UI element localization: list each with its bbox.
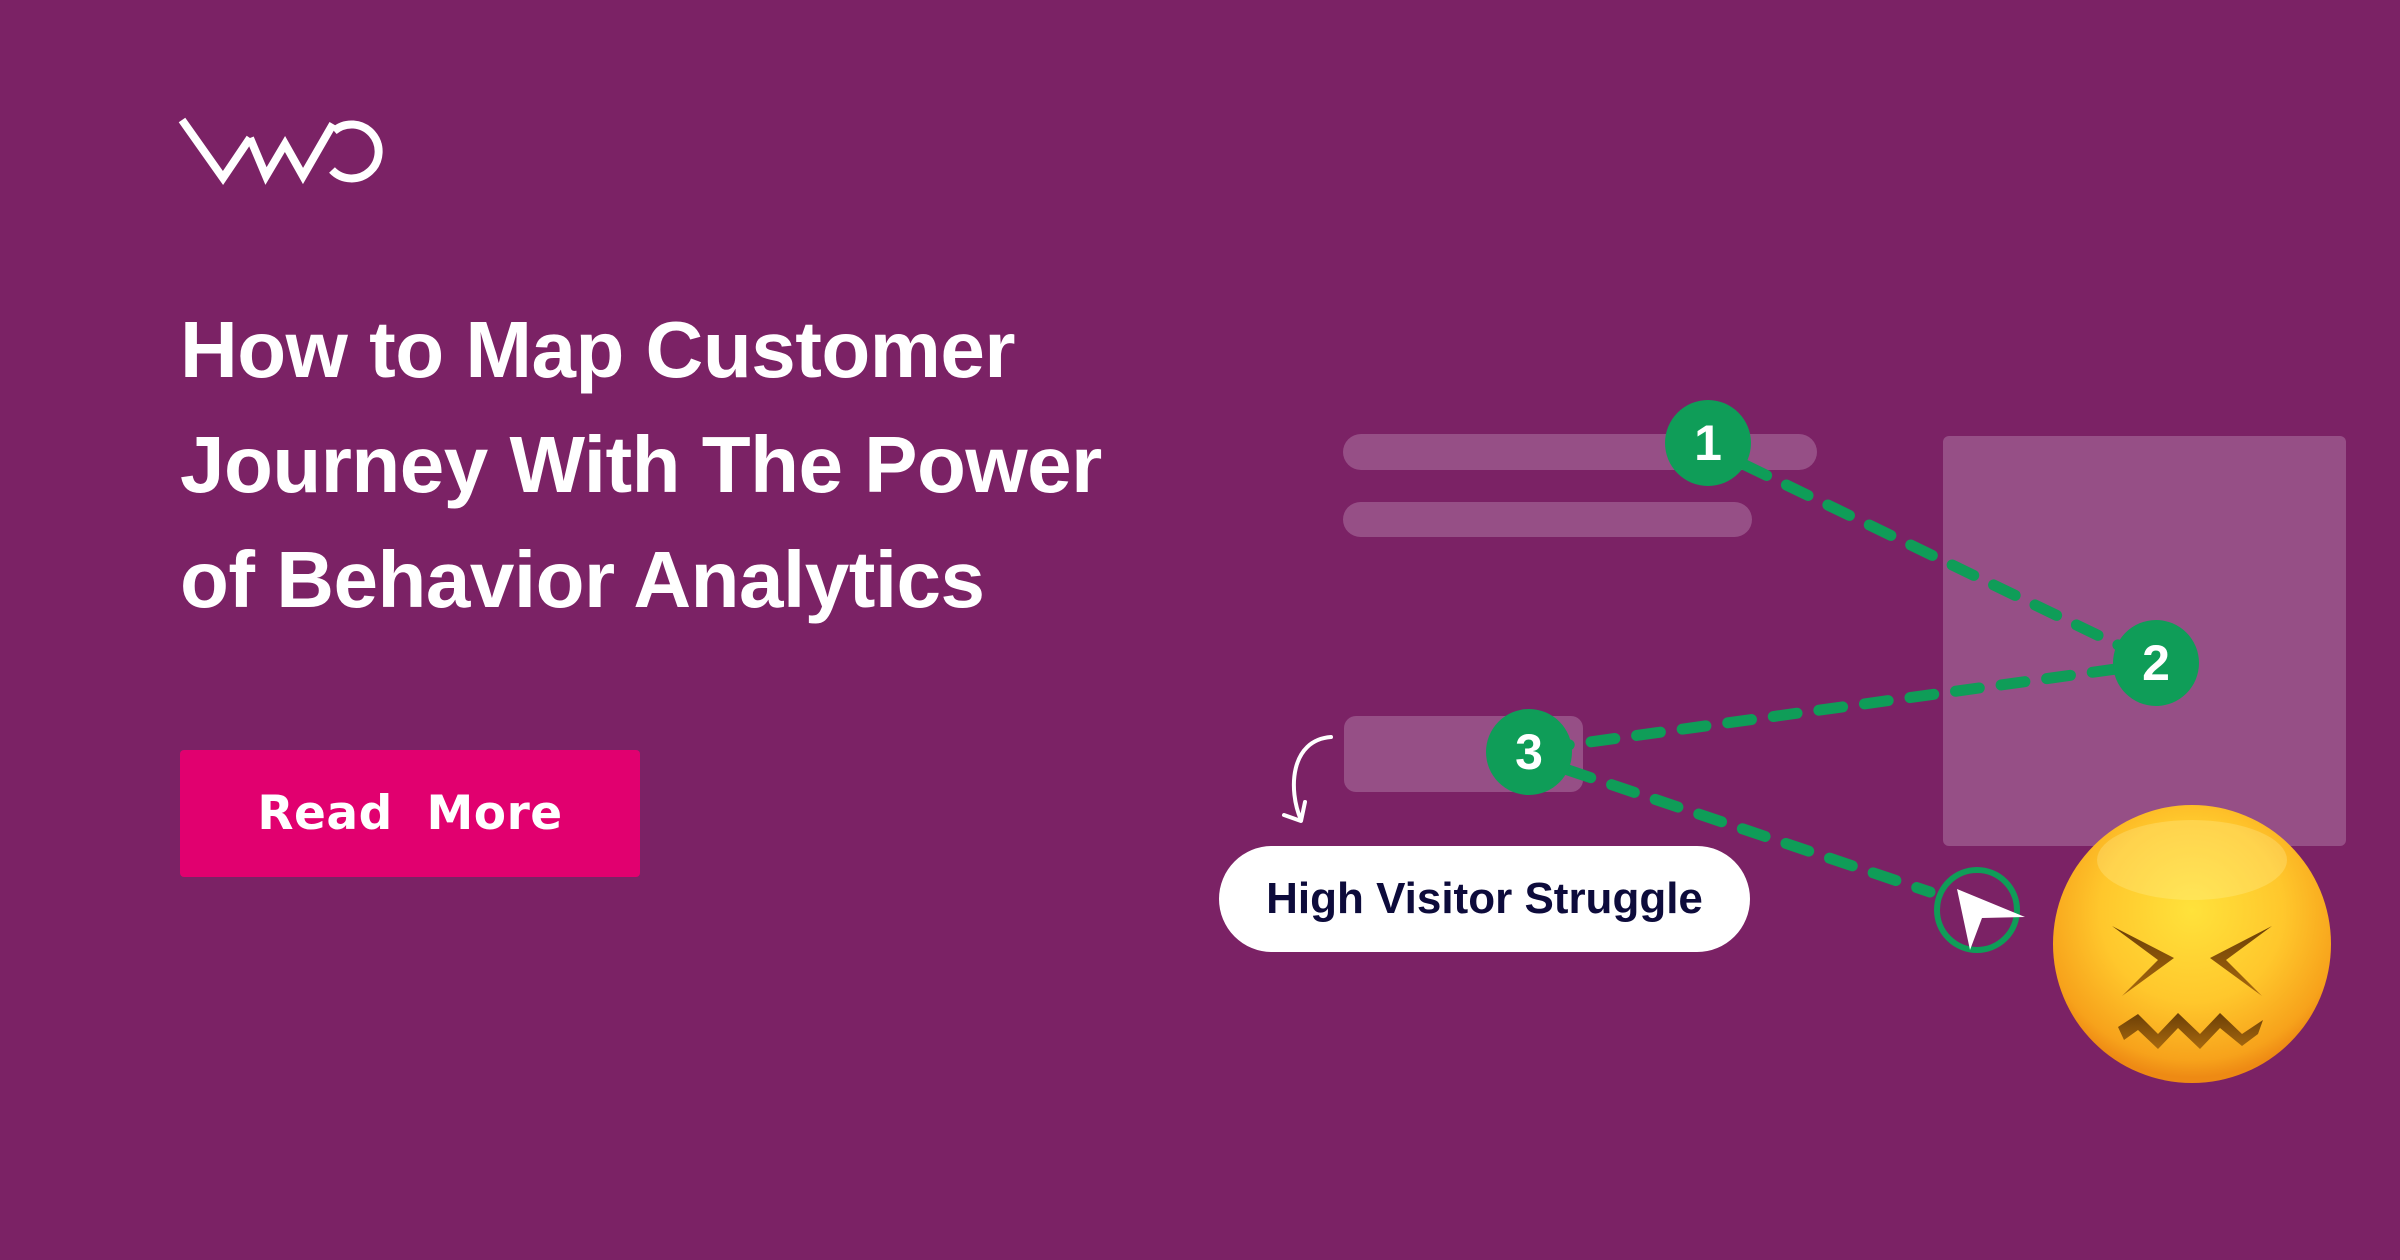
mouse-cursor-icon [1957, 889, 2025, 950]
vwo-logo-icon [178, 117, 383, 186]
title-line-1: How to Map Customer [180, 305, 1015, 394]
step-marker-2: 2 [2113, 620, 2199, 706]
confounded-face-emoji-icon [2053, 805, 2331, 1083]
step-marker-1: 1 [1665, 400, 1751, 486]
read-more-button[interactable]: Read More [180, 750, 640, 877]
high-visitor-struggle-badge: High Visitor Struggle [1219, 846, 1750, 952]
cursor-ring-icon [1934, 867, 2020, 953]
title-line-2: Journey With The Power [180, 420, 1102, 509]
curved-arrow-head-icon [1282, 800, 1307, 823]
curved-arrow-icon [1291, 735, 1333, 822]
title-line-3: of Behavior Analytics [180, 535, 985, 624]
placeholder-text-line-2 [1343, 502, 1752, 537]
page-title: How to Map Customer Journey With The Pow… [180, 292, 1102, 637]
step-marker-3: 3 [1486, 709, 1572, 795]
